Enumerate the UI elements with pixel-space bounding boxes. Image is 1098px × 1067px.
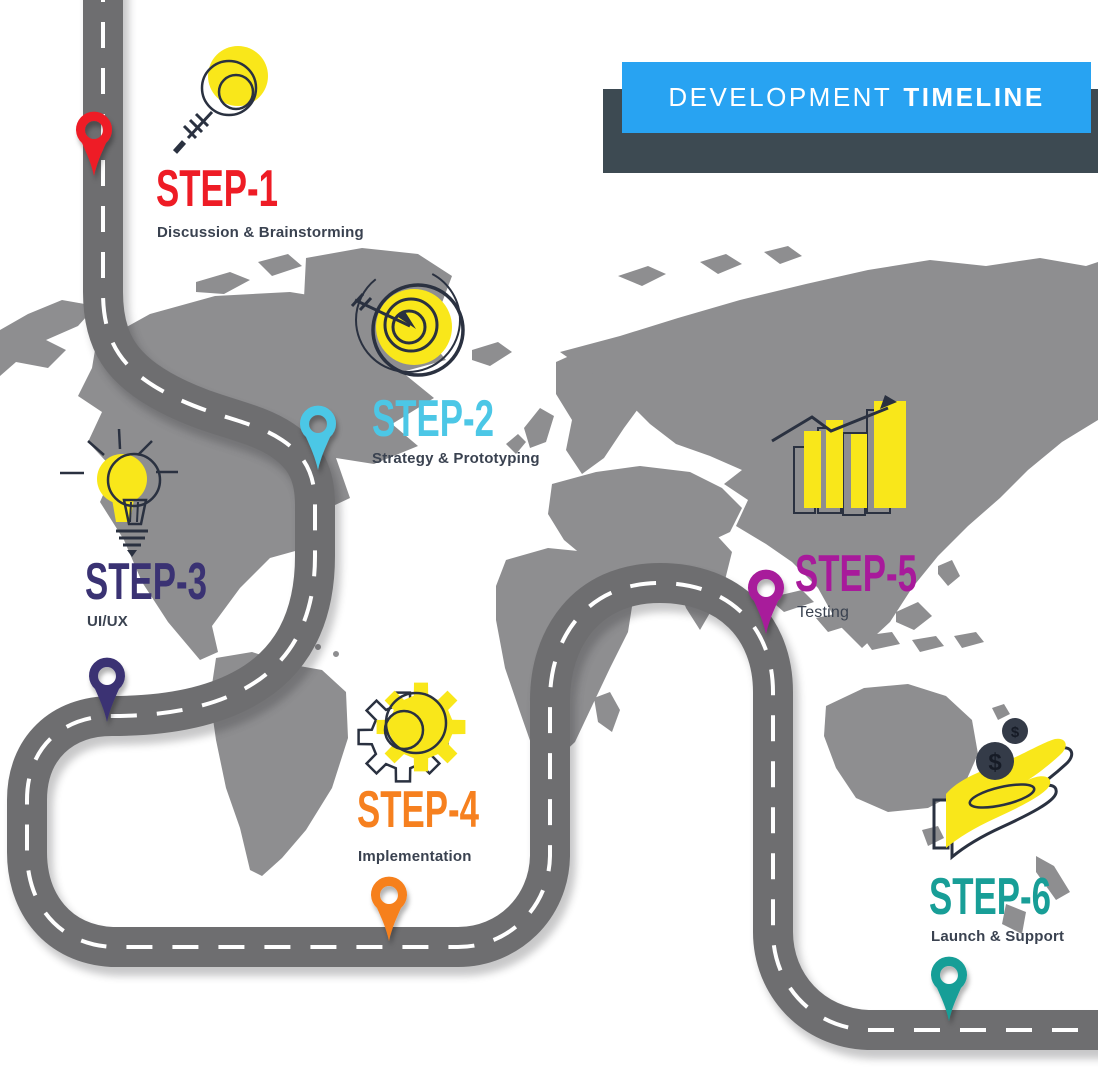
step-3-label: STEP-3 xyxy=(85,553,207,611)
large-coin-symbol: $ xyxy=(988,749,1002,776)
banner-title-bold: TIMELINE xyxy=(903,82,1045,112)
step-2-subtitle: Strategy & Prototyping xyxy=(372,450,540,467)
small-coin xyxy=(1002,718,1028,744)
step-1-subtitle: Discussion & Brainstorming xyxy=(157,224,364,241)
alaska xyxy=(0,300,96,376)
growth-chart-icon xyxy=(771,395,906,516)
step-1-label: STEP-1 xyxy=(156,160,278,218)
road-center-line xyxy=(25,0,1098,1032)
step-5-label: STEP-5 xyxy=(795,545,917,603)
new-zealand xyxy=(1002,856,1070,934)
step-6-subtitle: Launch & Support xyxy=(931,928,1065,945)
step-4-subtitle: Implementation xyxy=(358,848,472,865)
southeast-asia-islands xyxy=(768,560,1010,720)
step-4-label: STEP-4 xyxy=(357,781,479,839)
small-coin-symbol: $ xyxy=(1011,724,1020,741)
hand-coins-icon: $ $ xyxy=(932,718,1074,861)
japan xyxy=(896,414,944,508)
step-2-label: STEP-2 xyxy=(372,390,494,448)
idea-magnifier-icon xyxy=(172,46,268,154)
road xyxy=(7,0,1098,1059)
step-3-subtitle: UI/UX xyxy=(87,613,129,630)
arctic-islands xyxy=(618,246,802,286)
step-6-label: STEP-6 xyxy=(929,868,1051,926)
gear-icon xyxy=(357,682,466,783)
large-coin xyxy=(976,742,1014,780)
banner: DEVELOPMENT TIMELINE xyxy=(622,62,1091,133)
step-5-subtitle: Testing xyxy=(797,604,850,621)
banner-title-light: DEVELOPMENT xyxy=(668,82,893,112)
lightbulb-icon xyxy=(60,428,178,557)
iceland xyxy=(472,342,512,366)
dart-target-icon xyxy=(350,267,465,377)
australia xyxy=(824,684,978,812)
madagascar xyxy=(594,692,620,732)
british-isles xyxy=(506,408,554,454)
